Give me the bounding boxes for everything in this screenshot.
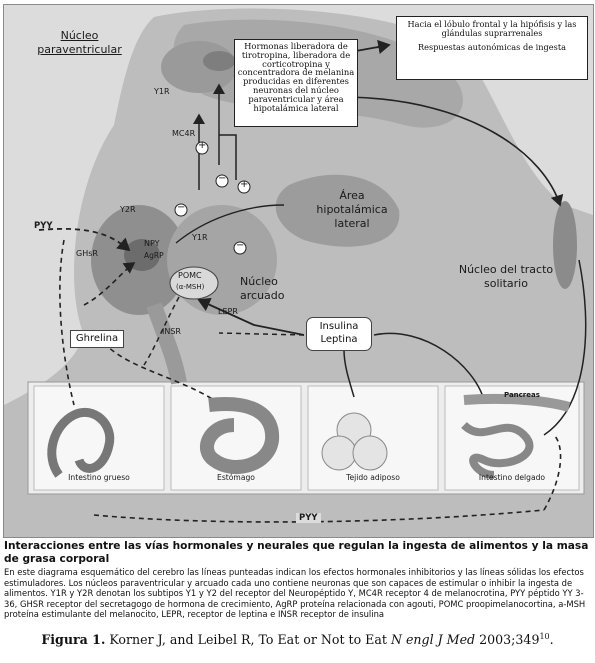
nucleus-paraventricular-label: Núcleo paraventricular — [37, 29, 122, 56]
lepr-label: LEPR — [218, 307, 238, 316]
sign-minus-2: − — [177, 202, 186, 213]
organ-label-small-intestine: Intestino delgado — [478, 473, 546, 482]
reference-journal: N engl J Med — [390, 632, 476, 648]
caption-body: En este diagrama esquemático del cerebro… — [4, 567, 586, 620]
solitary-tract-nucleus — [553, 201, 577, 289]
area-hypothalamic-label: Área hipotalámica lateral — [316, 189, 388, 230]
top-right-box: Hacia el lóbulo frontal y la hipófisis y… — [396, 16, 588, 80]
diagram-graphics — [4, 8, 593, 537]
ghrelina-box: Ghrelina — [70, 330, 124, 348]
organ-label-adipose: Tejido adiposo — [346, 473, 400, 482]
msh-label: (α-MSH) — [176, 283, 205, 291]
hormones-box: Hormonas liberadora de tirotropina, libe… — [234, 39, 358, 127]
reference-year: 2003;349 — [479, 632, 540, 648]
sign-minus-3: − — [236, 240, 245, 251]
mc4r-label: MC4R — [172, 129, 196, 138]
sign-plus-2: + — [240, 179, 249, 190]
agrp-label: AgRP — [144, 251, 164, 260]
insulina-label: Insulina — [319, 321, 359, 332]
nucleus-solitary-label: Núcleo del tracto solitario — [458, 263, 554, 290]
y1r-label: Y1R — [192, 233, 208, 242]
pyy-bottom-label: PYY — [296, 513, 321, 523]
pyy-left-label: PYY — [34, 221, 53, 231]
leptina-label: Leptina — [320, 334, 358, 345]
sign-minus-1: − — [218, 173, 227, 184]
nucleus-arcuate-label: Núcleo arcuado — [240, 275, 285, 302]
lateral-hypothalamic-area — [275, 174, 400, 247]
pomc-label: POMC — [178, 271, 202, 280]
reference-text: Korner J, and Leibel R, To Eat or Not to… — [109, 632, 387, 648]
pancreas-label: Pancreas — [504, 391, 540, 399]
organ-label-large-intestine: Intestino grueso — [68, 473, 130, 482]
insr-label: INSR — [162, 327, 181, 336]
figure-caption: Interacciones entre las vías hormonales … — [4, 540, 592, 620]
large-intestine-drawing — [47, 407, 115, 478]
organ-label-stomach: Estómago — [217, 473, 255, 482]
figure-reference: Figura 1. Korner J, and Leibel R, To Eat… — [0, 632, 595, 647]
top-right-box-line2: Respuestas autonómicas de ingesta — [417, 42, 567, 53]
diagram-figure: Núcleo paraventricular Hormonas liberado… — [3, 4, 594, 538]
ghsr-label: GHsR — [76, 249, 98, 258]
stomach-drawing — [200, 397, 280, 475]
sign-plus-1: + — [198, 140, 207, 151]
small-intestine-drawing — [461, 421, 534, 479]
reference-sup: 10 — [539, 632, 550, 641]
npy-label: NPY — [144, 239, 160, 248]
y1r-top-label: Y1R — [154, 87, 170, 96]
reference-label: Figura 1. — [41, 632, 106, 648]
pancreas-drawing — [463, 393, 571, 412]
y2r-label: Y2R — [120, 205, 136, 214]
top-right-box-line1: Hacia el lóbulo frontal y la hipófisis y… — [407, 19, 577, 38]
caption-title: Interacciones entre las vías hormonales … — [4, 540, 589, 565]
insulin-leptin-box: Insulina Leptina — [306, 317, 372, 351]
reference-end: . — [549, 632, 554, 648]
